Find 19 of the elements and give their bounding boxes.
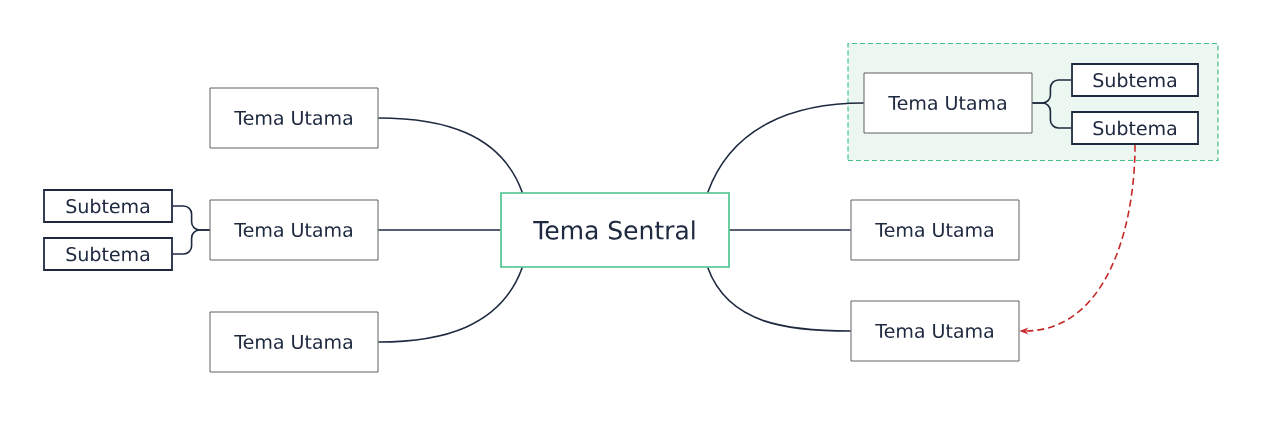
main-topic-box: Tema Utama [209,87,379,149]
subtopic-box: Subtema [43,237,173,271]
main-topic-box: Tema Utama [850,300,1020,362]
main-topic-box: Tema Utama [209,311,379,373]
main-topic-box: Tema Utama [863,72,1033,134]
subtopic-box: Subtema [1071,111,1199,145]
connector-line [729,229,852,231]
connector-line [377,229,501,231]
connector-line [707,267,852,332]
connector-line [377,117,523,193]
connector-line [1031,102,1072,129]
subtopic-box: Subtema [1071,63,1199,97]
connector-line [172,229,211,255]
connector-line [377,267,523,343]
connector-line [707,102,865,193]
central-topic-box: Tema Sentral [500,192,730,268]
subtopic-box: Subtema [43,189,173,223]
main-topic-box: Tema Utama [850,199,1020,261]
main-topic-box: Tema Utama [209,199,379,261]
